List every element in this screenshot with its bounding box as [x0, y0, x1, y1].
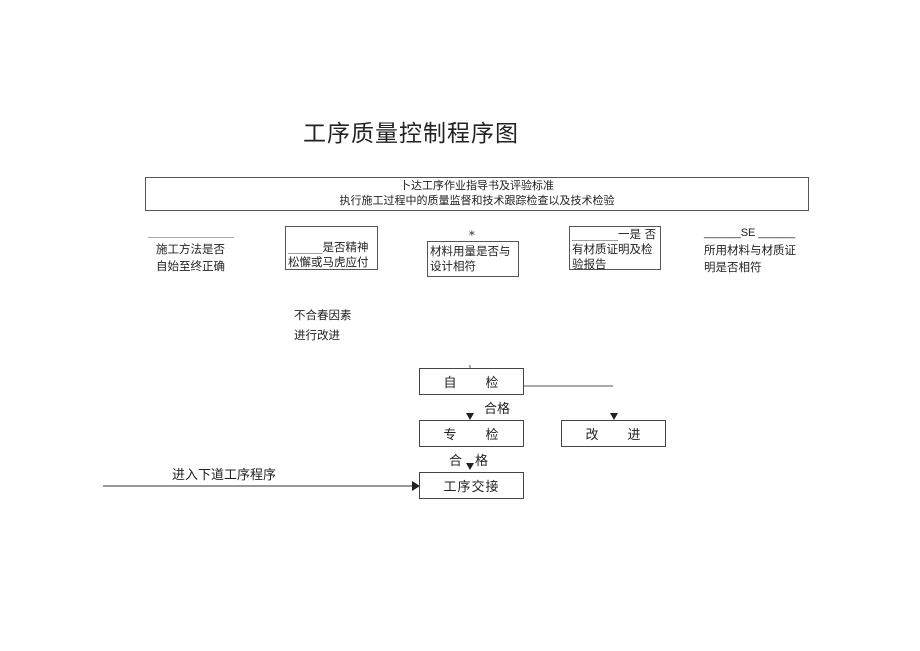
pass-label-2: 合 格: [449, 454, 489, 469]
pass-label-1: 合格: [484, 402, 511, 417]
check-item-material-usage: 材料用量是否与 设计相符: [427, 241, 519, 277]
blank-line: [148, 237, 234, 238]
instruction-box: 卜达工序作业指导书及评验标准 执行施工过程中的质量监督和技术跟踪检查以及技术检验: [145, 177, 809, 211]
check-attitude-line-1: ______是否精神: [288, 240, 369, 254]
next-process-label: 进入下道工序程序: [172, 468, 277, 483]
handover-box: 工序交接: [419, 472, 524, 499]
instruction-line-2: 执行施工过程中的质量监督和技术跟踪检查以及技术检验: [339, 194, 615, 207]
arrow-down-1-icon: [466, 413, 474, 420]
check-item-method: 施工方法是否 自始至终正确: [148, 237, 234, 275]
special-check-box: 专 检: [419, 420, 524, 447]
check-match-line-1: 所用材料与材质证: [704, 243, 796, 257]
check-usage-line-2: 设计相符: [430, 259, 476, 273]
check-cert-line-1: ________一是 否: [572, 227, 657, 241]
arrow-right-icon: [412, 481, 420, 491]
check-method-line-1: 施工方法是否: [156, 242, 225, 256]
check-match-line-0: ______SE ______: [704, 227, 796, 239]
check-cert-line-2: 有材质证明及检: [572, 242, 653, 256]
arrow-down-2-icon: [466, 463, 474, 470]
check-cert-line-3: 验报告: [572, 257, 607, 271]
improve-box: 改 进: [561, 420, 666, 447]
instruction-line-1: 卜达工序作业指导书及评验标准: [400, 179, 554, 192]
check-attitude-line-2: 松懈或马虎应付: [288, 255, 369, 269]
arrow-improve-icon: [610, 413, 618, 420]
check-match-line-2: 明是否相符: [704, 260, 762, 274]
check-item-certificate: ________一是 否 有材质证明及检 验报告: [569, 226, 661, 271]
page-title: 工序质量控制程序图: [303, 121, 519, 147]
nonconform-note: 不合春因素 进行改进: [294, 305, 352, 345]
check-usage-line-1: 材料用量是否与: [430, 244, 511, 258]
check-item-attitude: ______是否精神 松懈或马虎应付: [285, 226, 378, 270]
check-item-material-match: ______SE ______ 所用材料与材质证 明是否相符: [704, 225, 814, 276]
check-method-line-2: 自始至终正确: [156, 259, 225, 273]
nonconform-line-1: 不合春因素: [294, 308, 352, 322]
check-asterisk: *: [469, 228, 475, 242]
nonconform-line-2: 进行改进: [294, 328, 340, 342]
self-check-box: 自 检: [419, 368, 524, 395]
